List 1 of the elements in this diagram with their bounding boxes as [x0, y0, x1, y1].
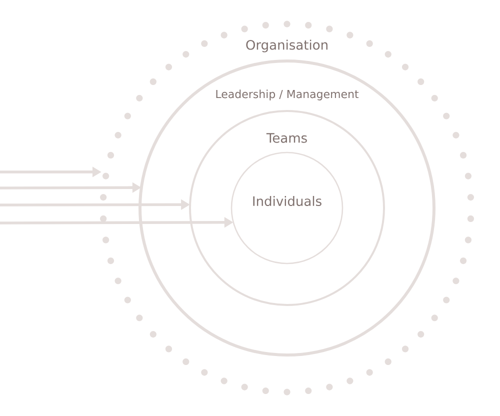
node-label: Organisation: [246, 40, 328, 52]
